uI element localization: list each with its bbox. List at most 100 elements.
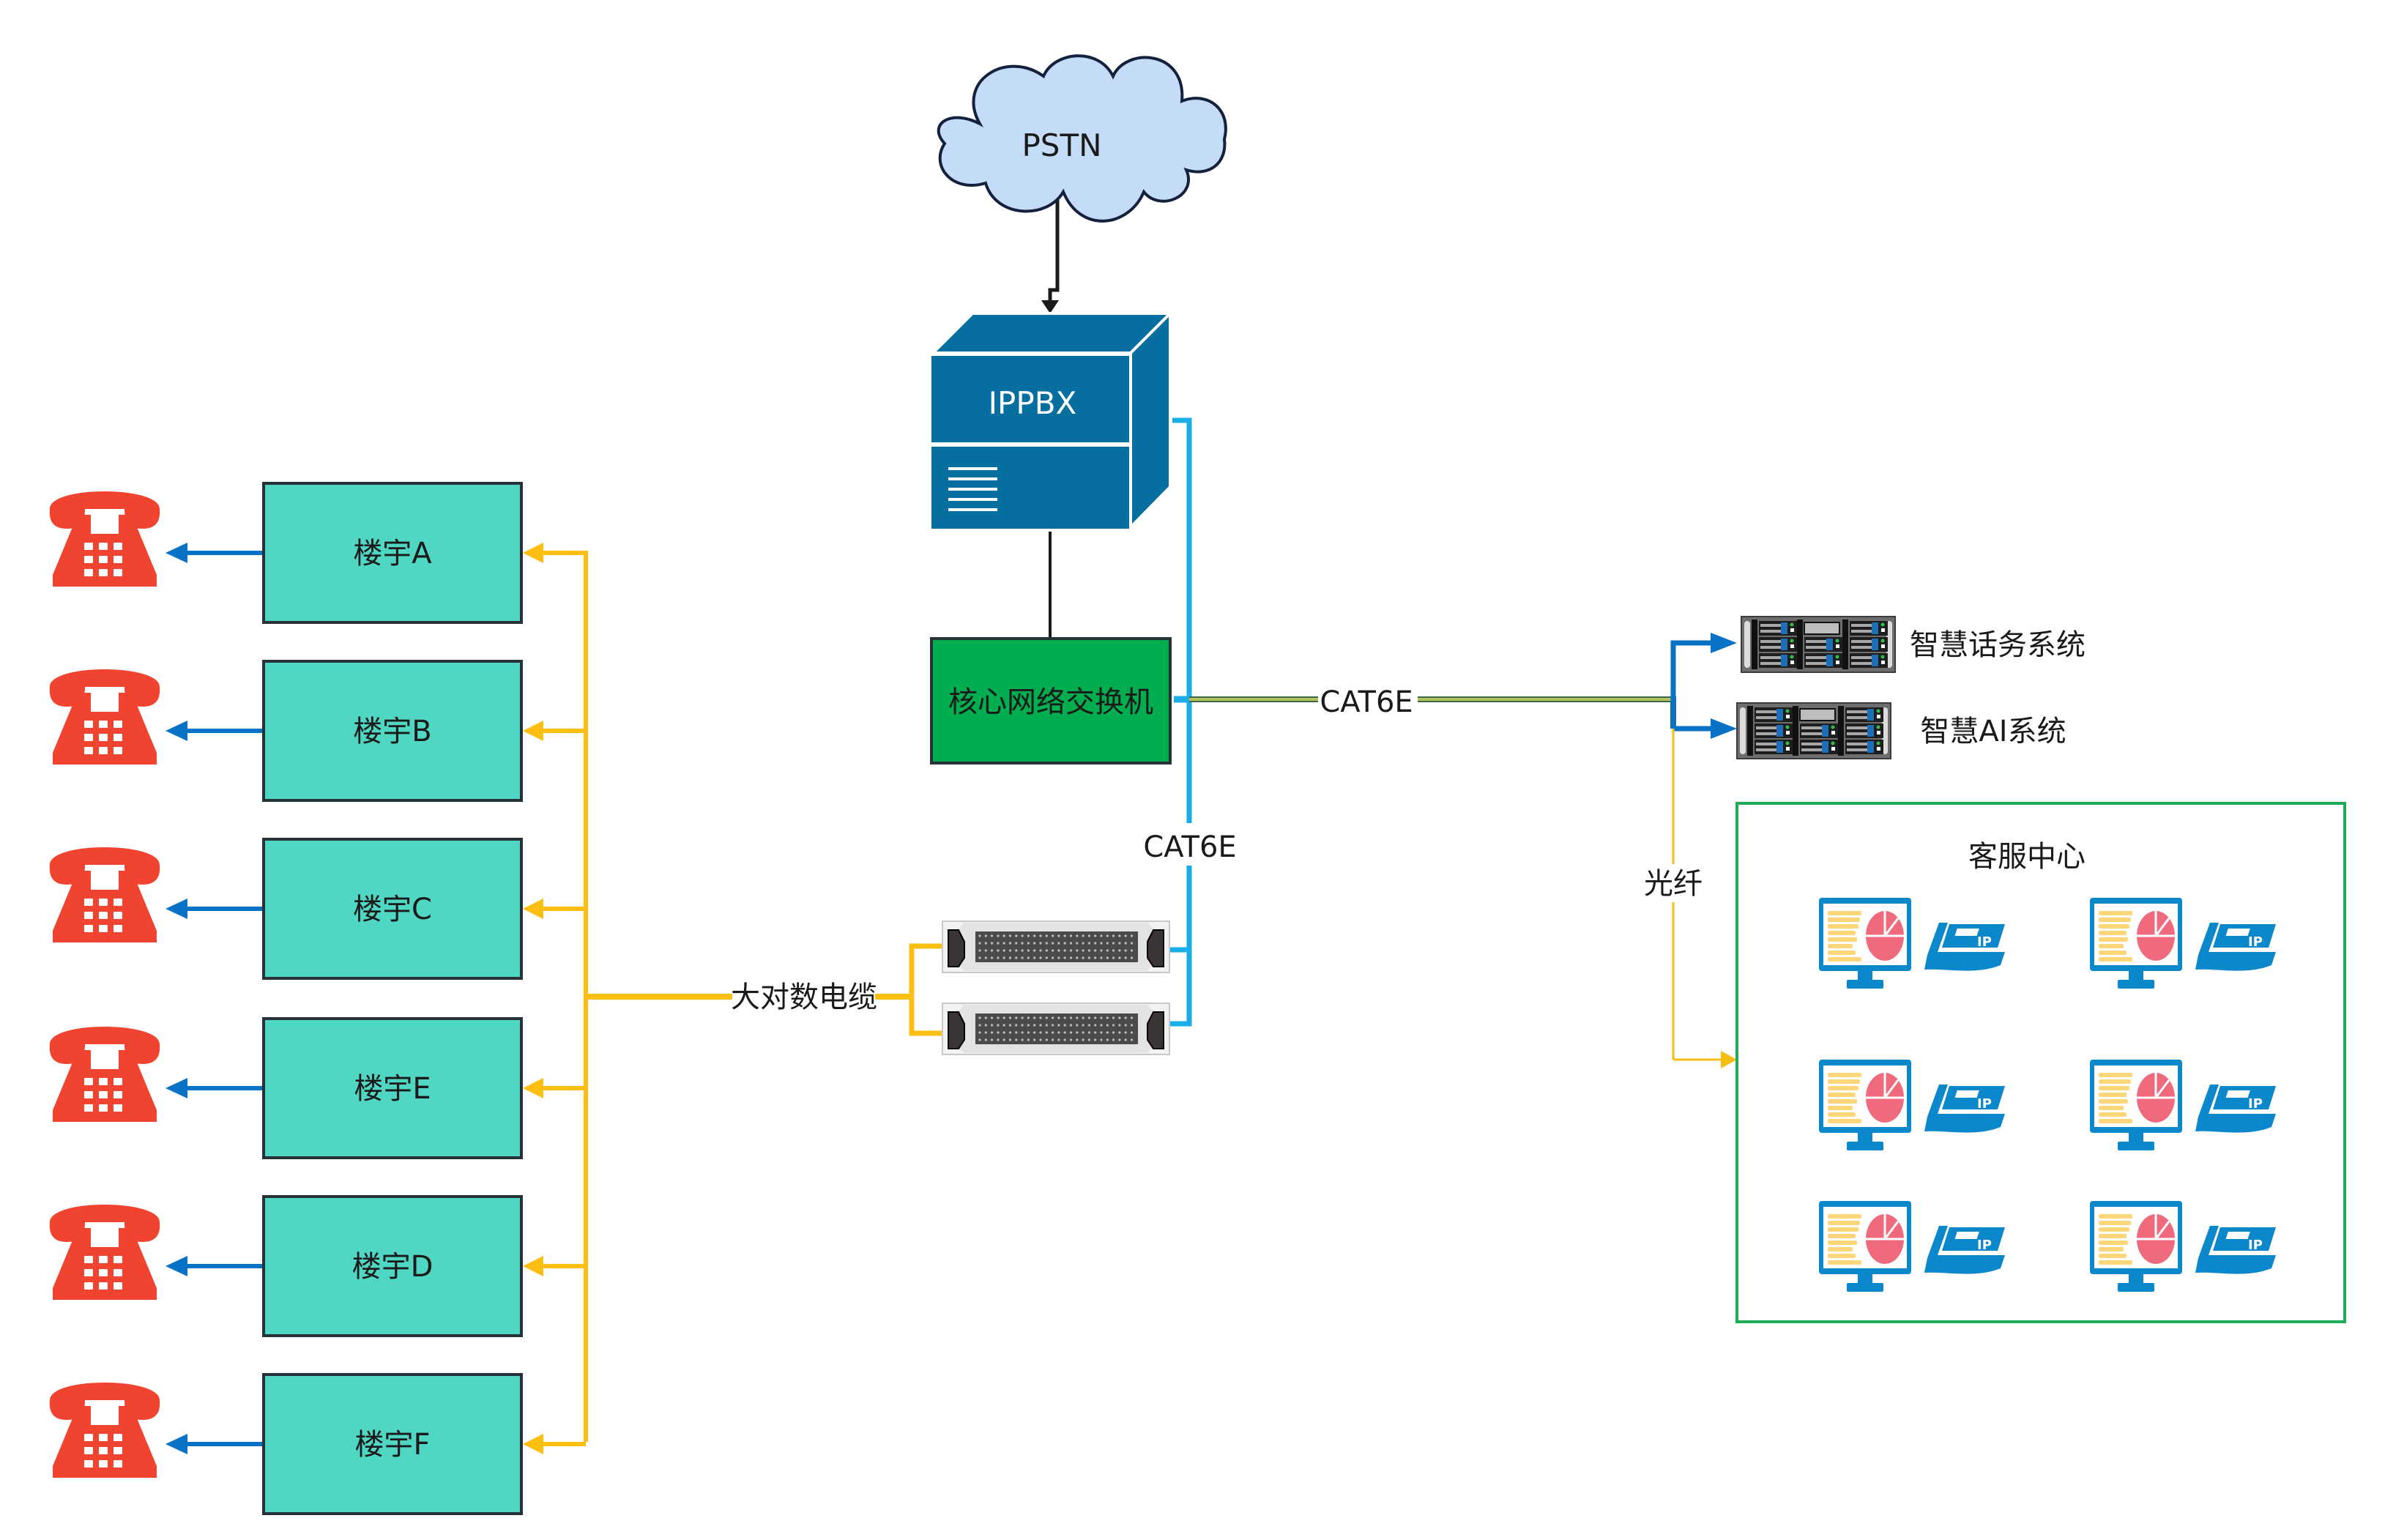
ip-badge: IP: [2248, 1096, 2263, 1112]
building-node[interactable]: 楼宇F: [49, 1373, 586, 1515]
arrow-to-server-2: [1711, 718, 1737, 739]
building-label: 楼宇B: [353, 715, 431, 748]
agent-workstation[interactable]: IP: [2090, 1060, 2276, 1150]
building-box: [262, 660, 523, 802]
agent-workstation[interactable]: IP: [1819, 898, 2005, 989]
phone-arrowhead: [165, 1078, 187, 1098]
cat6e-vertical-label: CAT6E: [1143, 830, 1236, 864]
patch-panel[interactable]: [942, 920, 1170, 973]
rack-server[interactable]: 智慧话务系统: [1741, 616, 2086, 673]
vent-lines-icon: [948, 467, 997, 511]
monitor-icon: [2090, 1060, 2182, 1150]
building-label: 楼宇A: [353, 537, 432, 570]
ip-phone-icon: IP: [2195, 923, 2276, 971]
bus-arrowhead: [523, 721, 543, 741]
cat6e-horizontal-label: CAT6E: [1320, 685, 1413, 719]
ip-badge: IP: [2248, 934, 2263, 950]
cloud-icon: [937, 54, 1227, 223]
agent-workstation[interactable]: IP: [1819, 1060, 2005, 1150]
ip-badge: IP: [2248, 1238, 2263, 1253]
building-node[interactable]: 楼宇A: [49, 482, 586, 624]
phone-arrowhead: [165, 1256, 187, 1276]
trunk-to-frame-1: [909, 943, 954, 1036]
rack-server-icon: [1736, 702, 1891, 759]
building-box: [262, 838, 523, 980]
server-label: 智慧话务系统: [1910, 628, 2086, 662]
building-node[interactable]: 楼宇C: [49, 838, 586, 980]
arrow-to-customer-center: [1721, 1051, 1737, 1068]
vent-grille: [975, 1013, 1138, 1044]
building-node[interactable]: 楼宇E: [49, 1017, 586, 1159]
building-label: 楼宇F: [354, 1428, 430, 1462]
phone-arrowhead: [165, 543, 187, 563]
telephone-icon: [49, 1027, 160, 1122]
ip-badge: IP: [1977, 934, 1992, 950]
bus-arrowhead: [523, 543, 543, 563]
fiber-label: 光纤: [1644, 867, 1703, 901]
cat6e-switch-to-servers-inner: [1189, 698, 1675, 729]
workstations-group: IP IP IP IP IP IP: [1819, 898, 2276, 1292]
ip-phone-icon: IP: [2195, 1085, 2276, 1133]
bus-arrowhead: [523, 899, 543, 919]
monitor-icon: [1819, 898, 1911, 989]
building-box: [262, 482, 523, 624]
agent-workstation[interactable]: IP: [2090, 898, 2276, 989]
monitor-icon: [1819, 1201, 1911, 1292]
telephone-icon: [49, 491, 160, 587]
trunk-cable-label: 大对数电缆: [731, 981, 877, 1014]
phone-arrowhead: [165, 1434, 187, 1454]
monitor-icon: [2090, 898, 2182, 989]
pstn-cloud[interactable]: PSTN: [937, 54, 1227, 223]
pstn-to-ippbx-link: [1048, 192, 1060, 302]
core-switch[interactable]: 核心网络交换机: [930, 637, 1172, 765]
ip-phone-icon: IP: [1924, 1226, 2005, 1274]
building-box: [262, 1373, 523, 1515]
phone-arrowhead: [165, 899, 187, 919]
ippbx-front-upper: [929, 353, 1132, 445]
monitor-icon: [2090, 1201, 2182, 1292]
bus-arrowhead: [523, 1078, 543, 1098]
building-node[interactable]: 楼宇B: [49, 660, 586, 802]
telephone-icon: [49, 1383, 160, 1478]
cat6e-vertical-label-bg: [1142, 823, 1236, 866]
ippbx-label: IPPBX: [989, 385, 1077, 421]
building-box: [262, 1195, 523, 1337]
building-label: 楼宇E: [354, 1072, 431, 1106]
buildings-group: 楼宇A 楼宇B 楼宇C 楼宇E 楼宇D 楼宇F: [49, 482, 586, 1515]
agent-workstation[interactable]: IP: [1819, 1201, 2005, 1292]
rack-server-icon: [1741, 616, 1896, 673]
server-label: 智慧AI系统: [1920, 715, 2066, 748]
bus-arrowhead: [523, 1434, 543, 1454]
cat6e-switch-to-servers: [1189, 696, 1676, 729]
bus-arrowhead: [523, 1256, 543, 1276]
cat6e-ippbx-to-frames: [1167, 417, 1192, 1027]
vent-grille: [975, 931, 1138, 962]
ip-phone-icon: IP: [2195, 1226, 2276, 1274]
ip-badge: IP: [1977, 1238, 1992, 1253]
distribution-frames: [942, 920, 1170, 1055]
customer-center-border: [1735, 802, 2346, 1323]
server-branch-link: [1670, 640, 1714, 729]
rack-server[interactable]: 智慧AI系统: [1736, 702, 2066, 759]
core-switch-box: [930, 637, 1172, 765]
patch-panel[interactable]: [942, 1003, 1170, 1055]
agent-workstation[interactable]: IP: [2090, 1201, 2276, 1292]
telephone-icon: [49, 1205, 160, 1300]
ip-badge: IP: [1977, 1096, 1992, 1112]
building-box: [262, 1017, 523, 1159]
building-label: 楼宇C: [353, 893, 432, 926]
phone-arrowhead: [165, 721, 187, 741]
telephone-icon: [49, 669, 160, 765]
core-switch-label: 核心网络交换机: [948, 685, 1153, 719]
pstn-to-ippbx-arrowhead: [1041, 300, 1059, 313]
ippbx-side-face: [1129, 310, 1172, 531]
ippbx-server[interactable]: IPPBX: [929, 310, 1174, 532]
building-node[interactable]: 楼宇D: [49, 1195, 586, 1337]
arrow-to-server-1: [1711, 633, 1737, 653]
ip-phone-icon: IP: [1924, 1085, 2005, 1133]
pstn-label: PSTN: [1022, 127, 1101, 163]
cat6e-label-bg: [1318, 681, 1418, 718]
